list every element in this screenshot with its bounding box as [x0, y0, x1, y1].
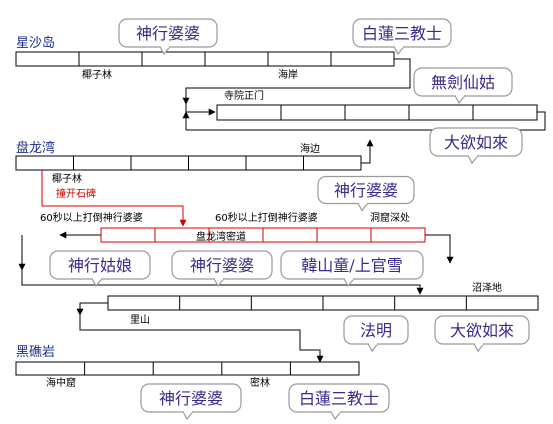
bubble-white-lotus-1: 白蓮三教士: [362, 24, 442, 43]
bubble-big-desire-1-tail: [467, 155, 479, 165]
label-beat-granny-right: 60秒以上打倒神行婆婆: [215, 211, 318, 224]
bubble-granny-1: 神行婆婆: [136, 24, 200, 43]
label-seaside: 海边: [300, 142, 320, 155]
region-panlong-bay: 盘龙湾: [16, 140, 55, 156]
bubble-granny-2-tail: [357, 202, 369, 212]
bubble-han-shangguan-tail: [343, 278, 355, 288]
route-star-to-temple: [394, 58, 411, 78]
bubble-big-desire-1: 大欲如來: [444, 133, 508, 152]
label-marsh: 沼泽地: [472, 281, 502, 294]
bubble-fairy-lady: 神行姑娘: [68, 256, 132, 275]
label-dense-forest: 密林: [250, 376, 270, 389]
bubble-granny-3-tail: [213, 278, 225, 288]
label-secret-path: 盘龙湾密道: [196, 230, 246, 243]
bubble-nameless-fairy: 無劍仙姑: [431, 73, 495, 92]
bubble-faming-tail: [367, 343, 379, 353]
label-coconut-grove-2: 椰子林: [52, 172, 82, 185]
route-to-black-reef: [299, 343, 324, 363]
track-black-reef: [15, 361, 360, 376]
bubble-nameless-fairy-tail: [454, 95, 466, 105]
label-inner-mountain: 里山: [130, 314, 150, 326]
bubble-white-lotus-2-tail: [330, 411, 342, 421]
label-break-stele: 撞开石碑: [56, 187, 96, 200]
bubble-white-lotus-1-tail: [393, 46, 405, 56]
label-beat-granny-left: 60秒以上打倒神行婆婆: [40, 211, 143, 224]
route-mountain-left: [76, 302, 108, 316]
track-temple: [216, 104, 538, 121]
route-drop-to-temple: [182, 78, 411, 105]
label-sea-cave: 海中窟: [46, 376, 76, 389]
region-black-reef-rock: 黑礁岩: [16, 344, 55, 360]
bubble-granny-4-tail: [182, 411, 194, 421]
bubble-granny-3: 神行婆婆: [190, 256, 254, 275]
route-mountain-down: [79, 315, 301, 343]
bubble-granny-1-tail: [159, 46, 171, 56]
route-to-marsh: [21, 270, 424, 295]
bubble-fairy-lady-tail: [91, 278, 103, 288]
label-temple-gate: 寺院正门: [224, 89, 264, 102]
label-coconut-grove-1: 椰子林: [82, 68, 112, 81]
route-into-temple: [185, 104, 216, 116]
region-star-sand-island: 星沙岛: [16, 35, 55, 51]
label-cave-depths: 洞窟深处: [370, 211, 410, 224]
bubble-han-shangguan: 韓山童/上官雪: [301, 256, 402, 275]
bubble-granny-2: 神行婆婆: [334, 181, 398, 200]
route-panlong-up: [361, 139, 374, 164]
bubble-faming: 法明: [360, 321, 392, 340]
bubble-white-lotus-2: 白蓮三教士: [299, 389, 379, 408]
label-shore: 海岸: [278, 68, 298, 81]
route-secret-right: [425, 234, 454, 264]
bubble-granny-4: 神行婆婆: [159, 389, 223, 408]
bubble-big-desire-2-tail: [473, 343, 485, 353]
route-temple-loop: [186, 111, 546, 131]
route-break-stele: [41, 170, 187, 227]
bubble-big-desire-2: 大欲如來: [450, 321, 514, 340]
